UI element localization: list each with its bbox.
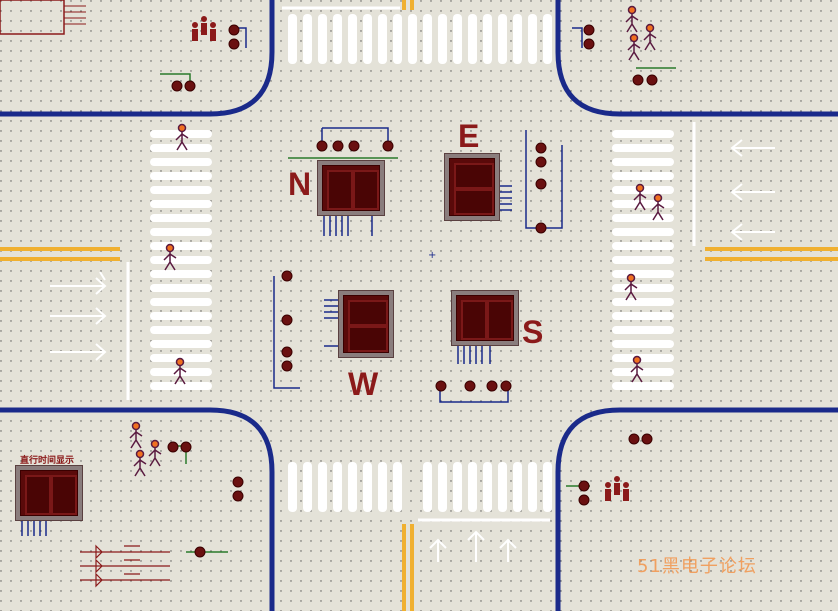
- label-south: S: [522, 314, 544, 350]
- traffic-lamp-icon: [167, 24, 658, 558]
- display-east: [444, 153, 500, 221]
- lane-lines: [126, 6, 696, 522]
- lane-arrow-icon: [50, 271, 107, 361]
- lane-arrow-icon: [730, 139, 775, 241]
- label-north: N: [288, 166, 312, 202]
- display-countdown: [15, 465, 83, 521]
- center-marker: +: [428, 250, 436, 261]
- chip-component: [0, 0, 65, 35]
- display-south: [451, 290, 519, 346]
- lane-arrow-icon: [429, 530, 517, 562]
- crosswalk-north: [288, 14, 552, 64]
- display-west: [338, 290, 394, 358]
- crosswalk-south: [288, 462, 552, 512]
- button-circuit: [80, 544, 170, 588]
- crosswalk-east: [612, 130, 674, 390]
- watermark-text: 51黑电子论坛: [637, 556, 757, 577]
- walking-person-icon: [129, 5, 665, 477]
- chip-pins: [64, 5, 86, 25]
- label-east: E: [458, 118, 480, 154]
- countdown-title: 直行时间显示: [20, 456, 75, 466]
- standing-person-icon: [192, 16, 629, 501]
- display-pins: [21, 185, 512, 536]
- crosswalk-west: [150, 130, 212, 390]
- display-north: [317, 160, 385, 216]
- label-west: W: [348, 366, 379, 402]
